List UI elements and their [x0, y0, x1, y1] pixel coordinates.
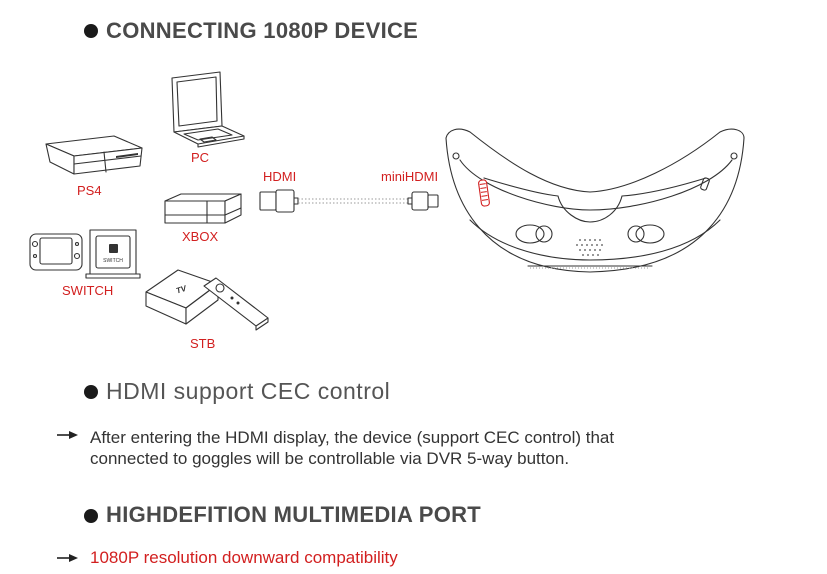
heading-bullet-icon	[84, 385, 98, 399]
section-heading-cec: HDMI support CEC control	[106, 378, 391, 404]
fpv-goggles-icon	[445, 128, 745, 273]
device-label-switch: SWITCH	[62, 283, 114, 298]
laptop-icon	[171, 71, 245, 148]
xbox-console-icon	[164, 193, 242, 224]
heading-bullet-icon	[84, 509, 98, 523]
arrow-right-icon	[57, 554, 78, 562]
device-label-pc: PC	[191, 150, 210, 165]
set-top-box-icon: TV	[145, 269, 269, 331]
device-label-ps4: PS4	[77, 183, 102, 198]
section-heading-connecting: CONNECTING 1080P DEVICE	[106, 18, 419, 43]
arrow-right-icon	[57, 431, 78, 439]
switch-logo-text: SWITCH	[103, 258, 123, 264]
device-label-xbox: XBOX	[182, 229, 219, 244]
section-heading-multimedia: HIGHDEFITION MULTIMEDIA PORT	[106, 502, 482, 527]
hdmi-cable-icon	[259, 189, 439, 213]
stb-logo-text: TV	[175, 284, 188, 296]
cable-label-minihdmi: miniHDMI	[381, 169, 439, 184]
ps4-console-icon	[45, 135, 143, 175]
cec-description-line-1: After entering the HDMI display, the dev…	[90, 428, 615, 447]
compatibility-note: 1080P resolution downward compatibility	[90, 548, 398, 567]
device-label-stb: STB	[190, 336, 216, 351]
cable-label-hdmi: HDMI	[263, 169, 297, 184]
cec-description-line-2: connected to goggles will be controllabl…	[90, 449, 570, 468]
heading-bullet-icon	[84, 24, 98, 38]
switch-console-icon: SWITCH	[29, 229, 141, 279]
